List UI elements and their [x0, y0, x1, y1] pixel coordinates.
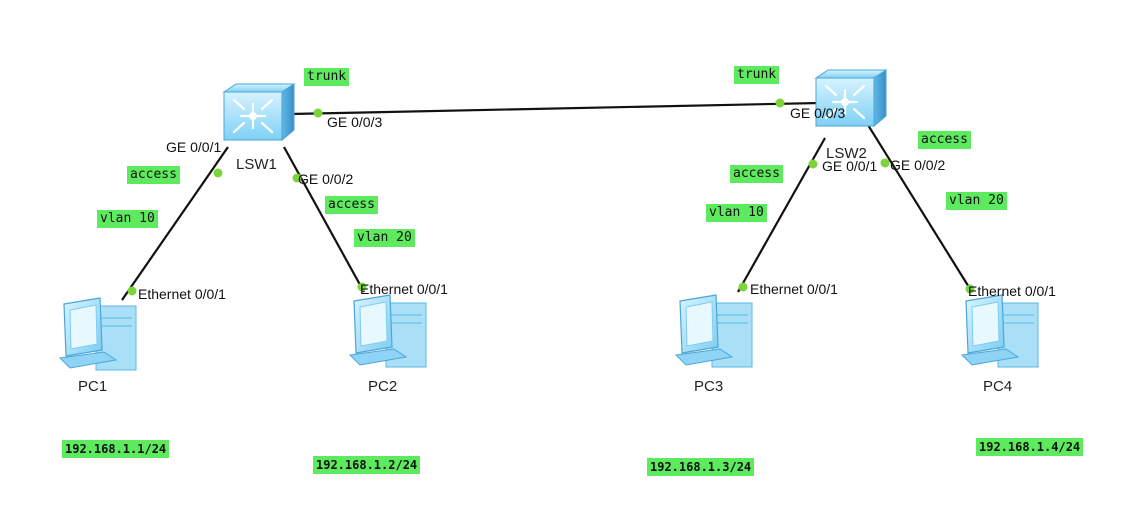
port-dot-pc4	[965, 284, 975, 294]
link-lsw2-pc4	[867, 124, 973, 293]
port-label-pc2-eth: Ethernet 0/0/1	[360, 281, 448, 297]
ip-label-pc4: 192.168.1.4/24	[976, 438, 1084, 456]
ip-label-pc1: 192.168.1.1/24	[62, 440, 170, 458]
port-label-pc4-eth: Ethernet 0/0/1	[968, 283, 1056, 299]
link-lsw1-pc1	[121, 146, 229, 301]
port-label-lsw2-ge2: GE 0/0/2	[890, 157, 946, 173]
pc-icon[interactable]	[674, 294, 753, 368]
port-dot-pc1	[127, 286, 137, 296]
port-dot-lsw2-ge2	[880, 158, 890, 168]
trunk-label-lsw2: trunk	[734, 66, 780, 84]
port-dot-lsw1-ge2	[292, 173, 302, 183]
port-label-lsw2-ge1: GE 0/0/1	[822, 158, 878, 174]
access-label-pc3: access	[730, 165, 783, 183]
pc-icon[interactable]	[960, 294, 1039, 368]
port-label-lsw1-ge1: GE 0/0/1	[166, 139, 222, 155]
port-label-pc3-eth: Ethernet 0/0/1	[750, 281, 838, 297]
vlan-label-pc3: vlan 10	[706, 204, 767, 222]
port-label-lsw1-ge2: GE 0/0/2	[298, 171, 354, 187]
port-dot-lsw1-ge3	[313, 108, 323, 118]
vlan-label-pc4: vlan 20	[946, 192, 1007, 210]
vlan-label-pc2: vlan 20	[354, 229, 415, 247]
ip-label-pc3: 192.168.1.3/24	[647, 458, 755, 476]
link-lsw1-lsw2	[289, 101, 821, 116]
port-label-lsw1-ge3: GE 0/0/3	[327, 114, 383, 130]
trunk-label-lsw1: trunk	[304, 68, 350, 86]
switch-name-lsw2: LSW2	[826, 145, 867, 162]
ip-label-pc2: 192.168.1.2/24	[313, 456, 421, 474]
port-dot-lsw1-ge1	[213, 168, 223, 178]
port-dot-pc3	[738, 282, 748, 292]
pc-icon[interactable]	[58, 297, 137, 371]
pc-name-pc1: PC1	[78, 378, 108, 395]
pc-name-pc3: PC3	[694, 378, 724, 395]
access-label-pc4: access	[918, 131, 971, 149]
port-label-lsw2-ge3: GE 0/0/3	[790, 105, 846, 121]
pc-name-pc2: PC2	[368, 378, 398, 395]
port-dot-lsw2-ge3	[775, 98, 785, 108]
port-label-pc1-eth: Ethernet 0/0/1	[138, 286, 226, 302]
pc-icon[interactable]	[348, 294, 427, 368]
port-dot-lsw2-ge1	[808, 159, 818, 169]
link-lsw1-pc2	[283, 146, 365, 293]
access-label-pc1: access	[127, 166, 180, 184]
vlan-label-pc1: vlan 10	[97, 210, 158, 228]
access-label-pc2: access	[325, 196, 378, 214]
pc-name-pc4: PC4	[983, 378, 1013, 395]
switch-icon[interactable]	[814, 69, 888, 128]
port-dot-pc2	[357, 282, 367, 292]
switch-name-lsw1: LSW1	[236, 156, 277, 173]
switch-icon[interactable]	[222, 83, 296, 142]
